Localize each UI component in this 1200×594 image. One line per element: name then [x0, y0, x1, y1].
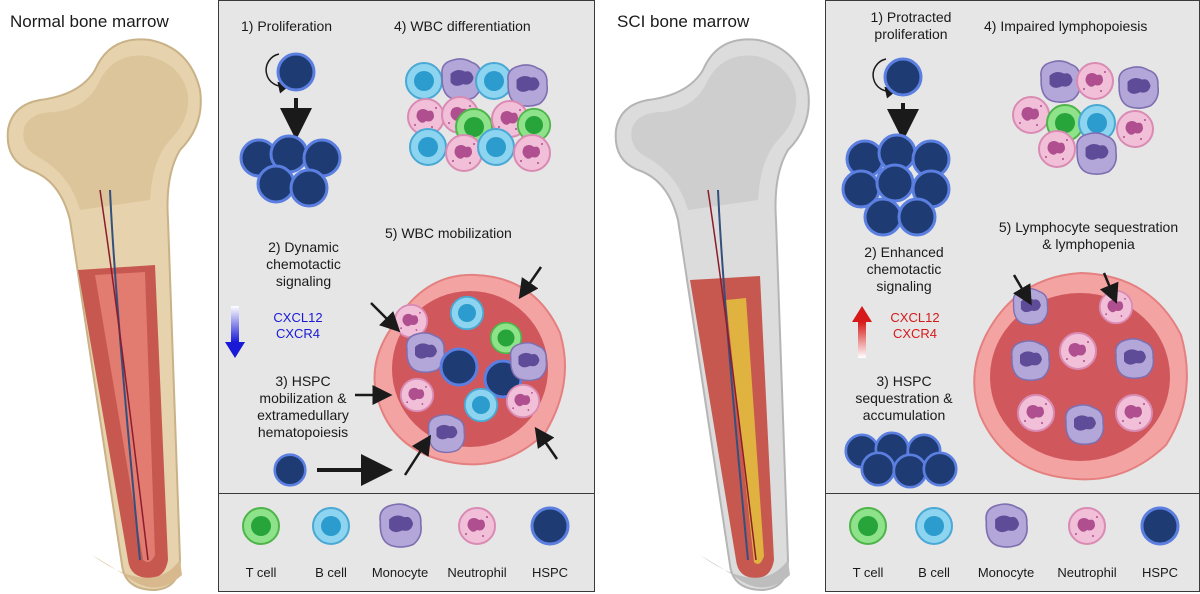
right-proliferation-diagram	[841, 57, 951, 237]
left-step-3-line-1: 3) HSPC	[275, 373, 331, 389]
right-panel: 1) Protracted proliferation 4) Impaired …	[825, 0, 1200, 592]
hspc-icon	[530, 506, 570, 546]
right-step-3-line-3: accumulation	[862, 407, 946, 423]
right-step-1-line-1: 1) Protracted	[870, 9, 952, 25]
right-molecules: CXCL12 CXCR4	[870, 310, 960, 342]
left-step-2-line-1: 2) Dynamic	[268, 239, 339, 255]
t-cell-icon	[849, 507, 887, 545]
left-blood-vessel	[355, 266, 566, 476]
right-step-5-line-1: 5) Lymphocyte sequestration	[998, 219, 1179, 235]
left-step-3: 3) HSPC mobilization & extramedullary he…	[233, 373, 373, 441]
left-step-2: 2) Dynamic chemotactic signaling	[241, 239, 366, 290]
right-step-5: 5) Lymphocyte sequestration & lymphopeni…	[976, 219, 1200, 253]
left-down-arrow	[225, 306, 245, 358]
left-step-3-line-3: extramedullary	[257, 407, 349, 423]
right-step-3-line-2: sequestration &	[855, 390, 953, 406]
right-title: SCI bone marrow	[617, 12, 750, 31]
right-impaired-cluster	[1012, 60, 1160, 175]
right-legend-icons	[849, 503, 1180, 548]
neutrophil-icon	[458, 507, 496, 545]
right-legend-hspc: HSPC	[1141, 565, 1179, 580]
right-legend: T cell B cell Monocyte Neutrophil HSPC	[826, 493, 1199, 591]
right-blood-vessel	[973, 271, 1188, 481]
right-molecule-cxcl12: CXCL12	[890, 310, 940, 325]
left-legend-monocyte: Monocyte	[371, 565, 429, 580]
left-panel: 1) Proliferation 4) WBC differentiation …	[218, 0, 595, 592]
right-step-3: 3) HSPC sequestration & accumulation	[834, 373, 974, 424]
left-molecule-cxcr4: CXCR4	[275, 326, 321, 341]
monocyte-icon	[985, 503, 1028, 548]
right-legend-monocyte: Monocyte	[977, 565, 1035, 580]
left-proliferation-diagram	[239, 52, 342, 208]
left-hspc-migration	[273, 453, 393, 487]
left-legend-icons	[242, 503, 570, 548]
right-step-1: 1) Protracted proliferation	[841, 9, 981, 43]
right-step-5-line-2: & lymphopenia	[1042, 236, 1135, 252]
right-molecule-cxcr4: CXCR4	[892, 326, 938, 341]
left-legend: T cell B cell Monocyte Neutrophil HSPC	[219, 493, 594, 591]
right-step-2-line-1: 2) Enhanced	[864, 244, 944, 260]
left-molecule-cxcl12: CXCL12	[273, 310, 323, 325]
t-cell-icon	[242, 507, 280, 545]
hspc-icon	[1140, 506, 1180, 546]
right-step-2-line-2: chemotactic	[866, 261, 942, 277]
right-step-4: 4) Impaired lymphopoiesis	[984, 18, 1148, 34]
left-legend-b-cell: B cell	[315, 565, 347, 580]
right-step-2: 2) Enhanced chemotactic signaling	[834, 244, 974, 295]
right-legend-b-cell: B cell	[918, 565, 950, 580]
right-up-arrow	[852, 306, 872, 358]
right-legend-neutrophil: Neutrophil	[1057, 565, 1117, 580]
sci-femur-illustration	[614, 38, 810, 592]
left-title: Normal bone marrow	[10, 12, 169, 31]
neutrophil-icon	[1068, 507, 1106, 545]
right-legend-t-cell: T cell	[852, 565, 884, 580]
left-step-1: 1) Proliferation	[241, 18, 333, 34]
left-step-5: 5) WBC mobilization	[385, 225, 512, 241]
normal-femur-illustration	[6, 38, 202, 592]
left-step-3-line-4: hematopoiesis	[257, 424, 349, 440]
left-step-3-line-2: mobilization &	[259, 390, 347, 406]
right-step-2-line-3: signaling	[876, 278, 932, 294]
left-step-2-line-2: chemotactic	[266, 256, 341, 272]
b-cell-icon	[915, 507, 953, 545]
right-hspc-accumulation	[844, 431, 958, 489]
monocyte-icon	[379, 503, 422, 548]
left-wbc-differentiation-cluster	[405, 58, 552, 172]
left-step-2-line-3: signaling	[275, 273, 332, 289]
b-cell-icon	[312, 507, 350, 545]
left-molecules: CXCL12 CXCR4	[253, 310, 343, 342]
left-legend-t-cell: T cell	[245, 565, 277, 580]
right-step-3-line-1: 3) HSPC	[876, 373, 932, 389]
left-step-4: 4) WBC differentiation	[394, 18, 531, 34]
left-legend-neutrophil: Neutrophil	[447, 565, 507, 580]
left-legend-hspc: HSPC	[531, 565, 569, 580]
right-step-1-line-2: proliferation	[874, 26, 948, 42]
